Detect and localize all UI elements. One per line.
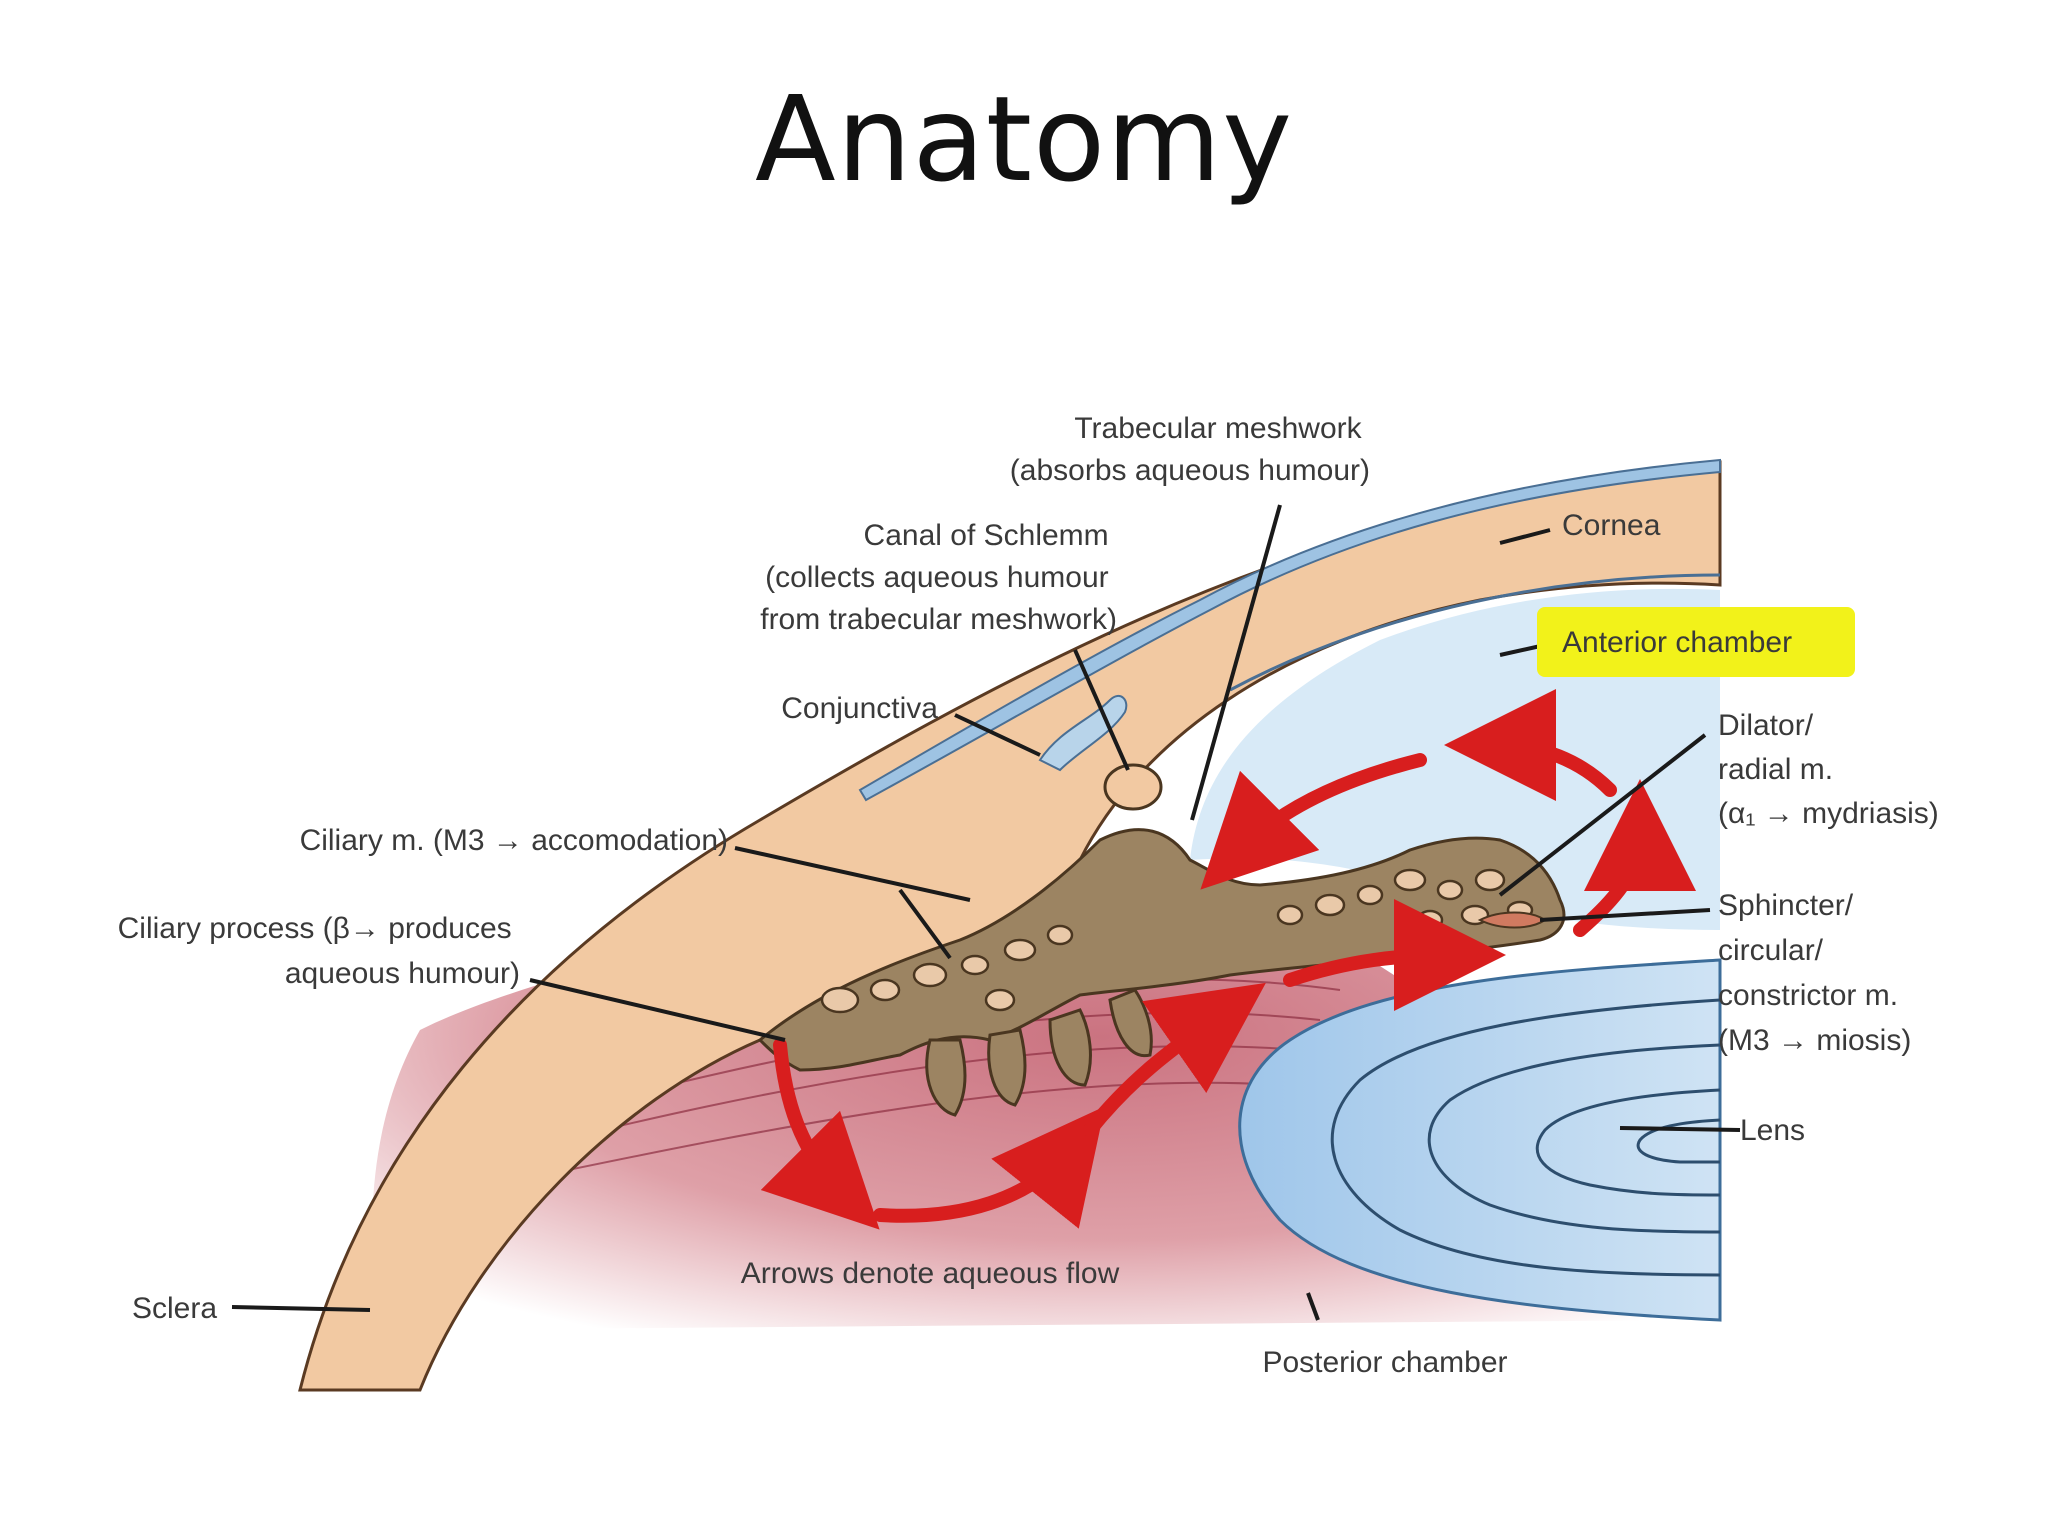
label-trabecular: Trabecular meshwork (absorbs aqueous hum… xyxy=(1010,412,1370,487)
conjunctiva-layer xyxy=(858,458,1721,802)
dilator-leader xyxy=(1498,733,1707,897)
label-posterior-chamber: Posterior chamber xyxy=(1262,1346,1507,1379)
lens-layers xyxy=(1330,998,1721,1277)
label-lens: Lens xyxy=(1740,1114,1805,1147)
label-canal-of-schlemm: Canal of Schlemm (collects aqueous humou… xyxy=(760,519,1117,636)
cornea-inner-line xyxy=(1229,573,1721,692)
ciliary-process-leader xyxy=(529,978,786,1042)
aqueous-flow-arrows xyxy=(760,689,1696,1230)
label-conjunctiva: Conjunctiva xyxy=(781,692,938,725)
flow-arrow-4 xyxy=(1283,899,1506,1012)
ciliary-muscle-leader-2 xyxy=(898,888,952,960)
flow-arrow-2 xyxy=(873,1106,1106,1229)
label-ciliary-muscle: Ciliary m. (M3 → accomodation) xyxy=(300,824,728,857)
cornea-leader xyxy=(1499,528,1551,545)
flow-arrow-7 xyxy=(1200,753,1427,890)
ciliary-muscle-leader xyxy=(734,846,971,902)
anterior-chamber-highlight xyxy=(1537,607,1855,677)
trabecular-leader xyxy=(1190,504,1282,821)
flow-arrow-6 xyxy=(1444,689,1617,802)
label-ciliary-process: Ciliary process (β→ produces aqueous hum… xyxy=(118,912,520,990)
flow-arrow-1 xyxy=(760,1038,880,1230)
flow-arrow-3 xyxy=(1083,982,1266,1137)
label-anterior-chamber: Anterior chamber xyxy=(1562,626,1792,659)
ciliary-vessels xyxy=(820,868,1534,1014)
label-sphincter: Sphincter/ circular/ constrictor m. (M3 … xyxy=(1718,889,1911,1057)
canal-of-schlemm xyxy=(1103,763,1163,811)
slide-title: Anatomy xyxy=(754,70,1294,208)
label-sclera: Sclera xyxy=(132,1292,217,1325)
sclera-leader xyxy=(231,1305,371,1312)
conjunctiva-leader xyxy=(954,713,1041,757)
posterior-chamber-leader xyxy=(1306,1292,1320,1321)
sphincter-leader xyxy=(1539,908,1711,922)
flow-arrow-5 xyxy=(1573,779,1696,937)
ciliary-process-folds xyxy=(925,988,1153,1117)
canal-leader xyxy=(1073,649,1130,771)
label-arrows-note: Arrows denote aqueous flow xyxy=(741,1257,1120,1290)
label-dilator: Dilator/ radial m. (α₁ → mydriasis) xyxy=(1718,709,1939,830)
leader-lines xyxy=(231,504,1741,1321)
label-cornea: Cornea xyxy=(1562,509,1661,542)
lens-leader xyxy=(1619,1126,1741,1132)
